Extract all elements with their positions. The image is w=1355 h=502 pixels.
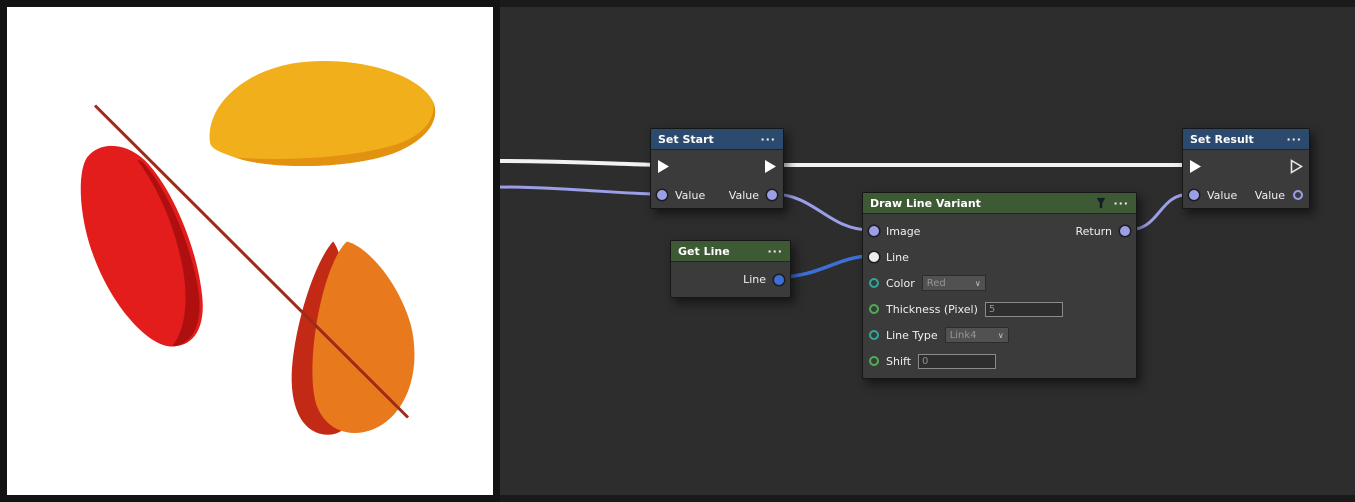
value-out-label: Value: [1254, 188, 1285, 202]
shape-red-petal: [80, 145, 203, 347]
node-set-start-header[interactable]: Set Start ···: [651, 129, 783, 150]
color-select[interactable]: Red ∨: [921, 275, 986, 291]
shift-input[interactable]: [918, 353, 997, 369]
node-title: Draw Line Variant: [870, 196, 981, 210]
return-out-label: Return: [1075, 224, 1112, 238]
thickness-input[interactable]: [984, 301, 1063, 317]
shape-red-petal-shade: [137, 159, 200, 347]
shape-drawn-line: [93, 104, 410, 419]
top-border: [0, 0, 1355, 7]
node-menu-icon[interactable]: ···: [1113, 196, 1129, 210]
shift-port[interactable]: [869, 356, 879, 366]
preview-image: [7, 7, 493, 495]
shape-yellow-petal: [209, 60, 436, 167]
return-out-port[interactable]: [1120, 226, 1130, 236]
line-type-select-value: Link4: [949, 329, 977, 341]
node-title: Set Start: [658, 132, 714, 146]
line-in-label: Line: [886, 250, 909, 264]
wire-value-start-to-image[interactable]: [770, 192, 872, 232]
image-preview-panel: [0, 0, 500, 502]
node-menu-icon[interactable]: ···: [767, 244, 783, 258]
wire-line-to-drawline[interactable]: [778, 254, 872, 279]
node-get-line[interactable]: Get Line ··· Line: [670, 240, 791, 298]
line-type-select[interactable]: Link4 ∨: [944, 327, 1009, 343]
shift-label: Shift: [886, 354, 912, 368]
node-menu-icon[interactable]: ···: [1286, 132, 1302, 146]
value-out-port[interactable]: [1293, 190, 1303, 200]
shape-orange-petal: [312, 241, 415, 434]
exec-out-pin[interactable]: [1290, 158, 1303, 174]
thickness-port[interactable]: [869, 304, 879, 314]
color-port[interactable]: [869, 278, 879, 288]
value-out-label: Value: [728, 188, 759, 202]
wire-exec-incoming[interactable]: [495, 159, 662, 167]
value-in-port[interactable]: [657, 190, 667, 200]
wire-value-incoming[interactable]: [495, 185, 662, 196]
node-draw-line-variant-header[interactable]: Draw Line Variant ···: [863, 193, 1136, 214]
color-select-value: Red: [926, 277, 946, 289]
shape-yellow-petal-shade: [235, 101, 436, 167]
node-menu-icon[interactable]: ···: [760, 132, 776, 146]
image-in-port[interactable]: [869, 226, 879, 236]
node-set-result-header[interactable]: Set Result ···: [1183, 129, 1309, 150]
node-title: Set Result: [1190, 132, 1254, 146]
chevron-down-icon: ∨: [997, 330, 1004, 340]
node-get-line-header[interactable]: Get Line ···: [671, 241, 790, 262]
filter-icon[interactable]: [1095, 197, 1107, 209]
value-in-label: Value: [1207, 188, 1238, 202]
node-set-start[interactable]: Set Start ··· Value Value: [650, 128, 784, 209]
value-in-port[interactable]: [1189, 190, 1199, 200]
image-in-label: Image: [886, 224, 921, 238]
exec-in-pin[interactable]: [1189, 159, 1202, 174]
line-out-label: Line: [743, 273, 766, 286]
value-in-label: Value: [675, 188, 706, 202]
chevron-down-icon: ∨: [974, 278, 981, 288]
node-draw-line-variant[interactable]: Draw Line Variant ··· Image Return Line …: [862, 192, 1137, 379]
line-type-label: Line Type: [886, 328, 938, 342]
line-type-port[interactable]: [869, 330, 879, 340]
bottom-border: [0, 495, 1355, 502]
exec-in-pin[interactable]: [657, 159, 670, 174]
node-set-result[interactable]: Set Result ··· Value Value: [1182, 128, 1310, 209]
thickness-label: Thickness (Pixel): [886, 302, 978, 316]
color-label: Color: [886, 276, 915, 290]
line-in-port[interactable]: [869, 252, 879, 262]
node-title: Get Line: [678, 244, 730, 258]
line-out-port[interactable]: [774, 274, 784, 285]
value-out-port[interactable]: [767, 190, 777, 200]
exec-out-pin[interactable]: [764, 159, 777, 174]
